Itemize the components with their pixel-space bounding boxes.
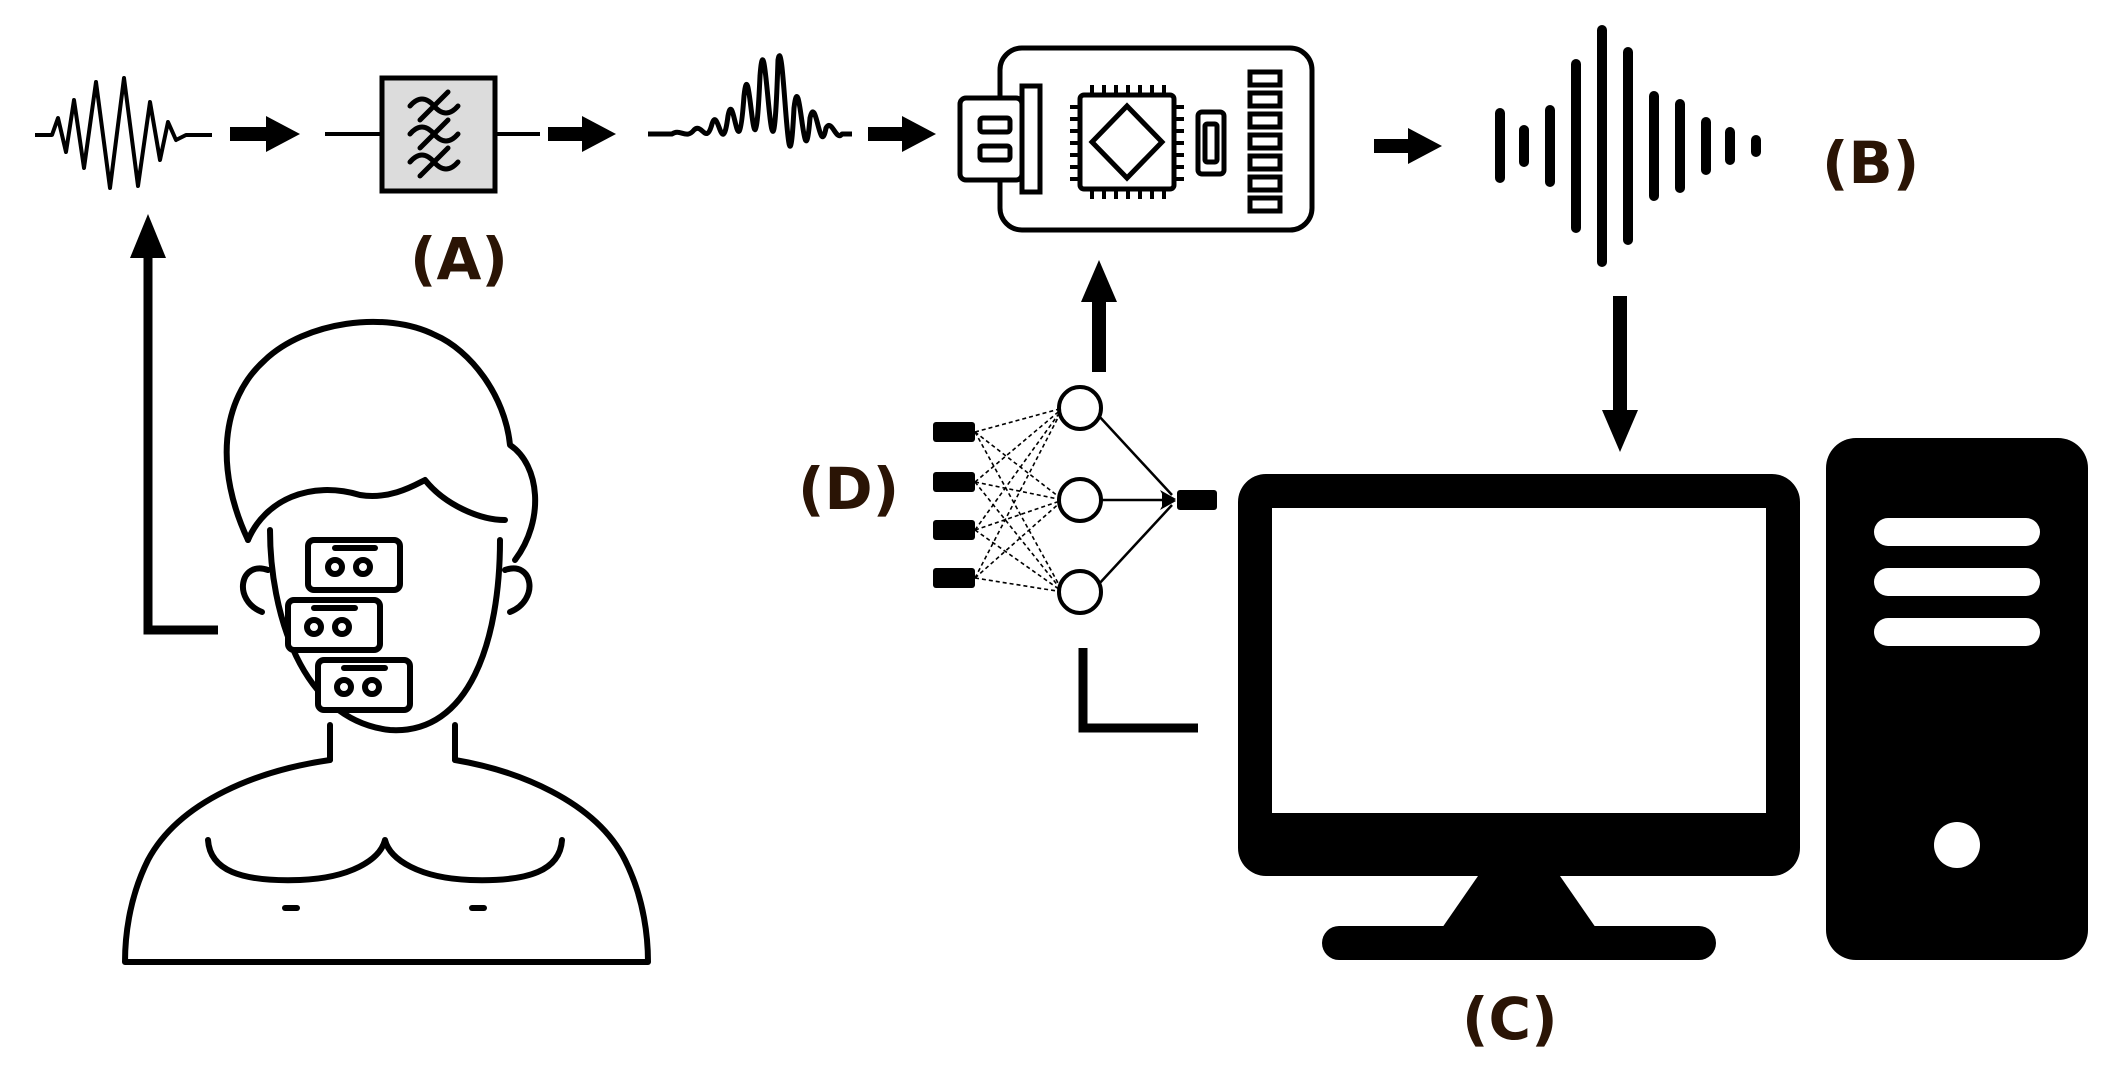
arrow-right-2 (548, 116, 616, 152)
person-with-electrodes-icon (122, 318, 651, 965)
arrow-up-nn-to-board (1081, 260, 1117, 372)
raw-signal-icon (35, 76, 212, 190)
bandpass-filter-icon (325, 75, 540, 194)
arrow-person-to-signal (130, 214, 218, 635)
microcontroller-board-icon (957, 45, 1315, 233)
arrow-right-1 (230, 116, 300, 152)
label-filter: (A) (410, 225, 508, 293)
filtered-signal-icon (648, 53, 852, 149)
arrow-right-4 (1374, 128, 1442, 164)
computer-monitor-icon (1238, 474, 1800, 960)
computer-tower-icon (1826, 438, 2088, 960)
label-computer: (C) (1462, 985, 1558, 1053)
arrow-right-3 (868, 116, 936, 152)
label-neural-network: (D) (798, 455, 900, 523)
arrow-down-waveform (1602, 296, 1638, 452)
neural-network-icon (933, 385, 1217, 615)
connector-computer-to-nn (1078, 648, 1198, 733)
label-audio-output: (B) (1822, 129, 1920, 197)
audio-waveform-icon (1495, 25, 1761, 267)
